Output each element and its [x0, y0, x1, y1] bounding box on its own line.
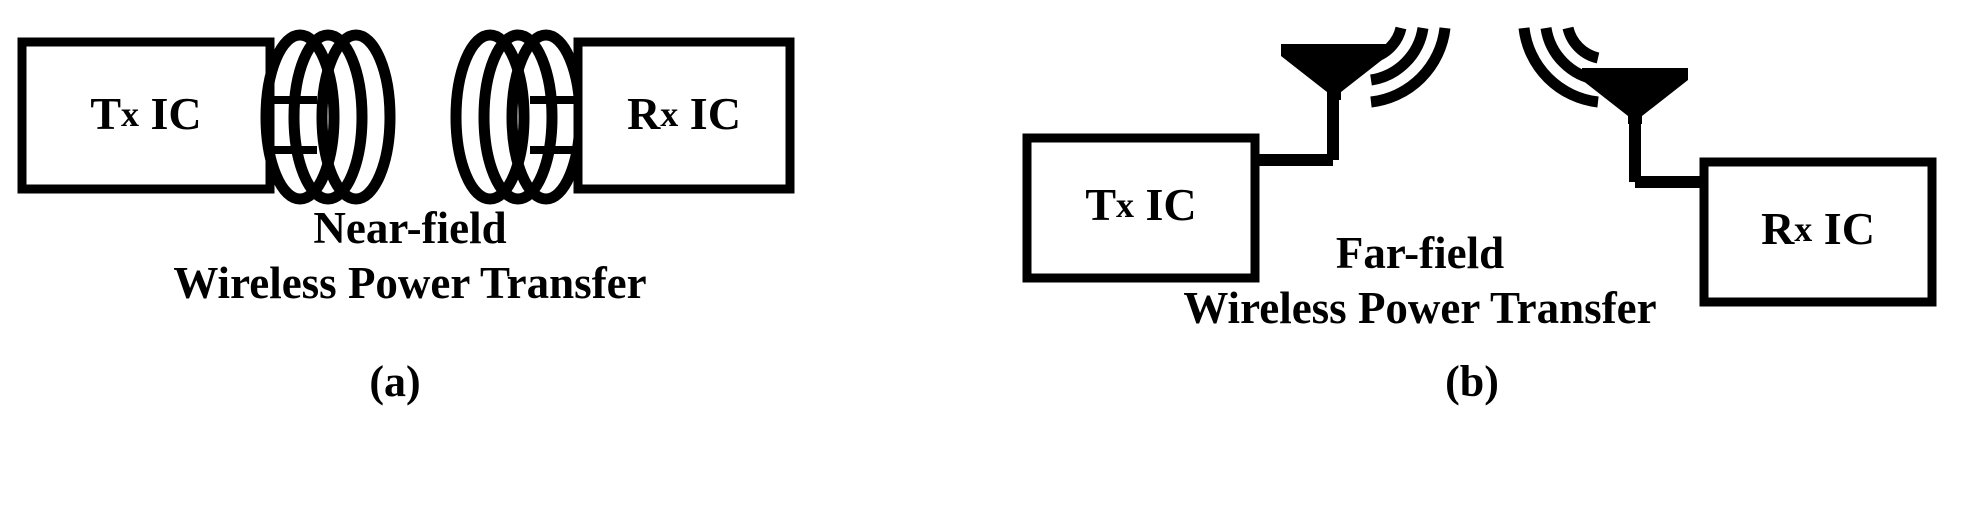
tx-label-x: x [121, 94, 139, 134]
panel-a-caption-line2: Wireless Power Transfer [173, 258, 646, 308]
panel-b-tx-radiation-waves [1369, 26, 1451, 108]
tx-coil-turn-1 [260, 29, 340, 205]
panel-a-rx-coil [450, 29, 586, 205]
panel-b-rx-antenna-vane-left [1596, 80, 1628, 104]
panel-a-group: Tx IC Rx IC Near-field [17, 29, 795, 406]
rx-coil-turn-2 [478, 29, 558, 205]
tx-wave-arc-1 [1369, 26, 1407, 64]
tx-wave-arc-3 [1370, 27, 1451, 108]
panel-a-rx-ic-label: Rx IC [627, 88, 741, 139]
panel-b-letter: (b) [1445, 357, 1499, 406]
panel-b-group: Tx IC [1022, 26, 1937, 406]
rx-label-x: x [660, 94, 678, 134]
panel-a-letter: (a) [369, 357, 420, 406]
panel-a-caption-line1: Near-field [313, 203, 506, 253]
panel-b-tx-ic-box [1022, 133, 1260, 283]
panel-a-rx-ic-box [573, 37, 795, 194]
rx-label-ic: IC [678, 88, 741, 139]
tx-coil-turn-2 [288, 29, 368, 205]
panel-b-rx-antenna-vane-right [1642, 80, 1674, 104]
panel-a-tx-coil [260, 29, 396, 205]
rx-coil-turn-1 [450, 29, 530, 205]
panel-b-rx-ic-label: Rx IC [1761, 203, 1875, 254]
rx-wave-arc-3 [1518, 27, 1599, 108]
panel-b-tx-antenna-vane-right [1341, 56, 1373, 80]
panel-b-tx-antenna-vane-left [1295, 56, 1327, 80]
panel-b-tx-ic-label: Tx IC [1085, 179, 1196, 230]
panel-b-rx-ic-box [1699, 157, 1937, 307]
tx-label-t: T [90, 88, 121, 139]
panel-a-tx-ic-box [17, 37, 275, 194]
rx-label-r: R [627, 88, 661, 139]
panel-a-tx-ic-label: Tx IC [90, 88, 201, 139]
panel-b-caption-line1: Far-field [1336, 228, 1504, 278]
tx-label-ic: IC [139, 88, 202, 139]
tx-coil-turn-3 [316, 29, 396, 205]
panel-b-rx-radiation-waves [1518, 26, 1600, 108]
tx-wave-arc-2 [1369, 26, 1429, 86]
panel-b-caption-line2: Wireless Power Transfer [1183, 283, 1656, 333]
rx-wave-arc-1 [1562, 26, 1600, 64]
